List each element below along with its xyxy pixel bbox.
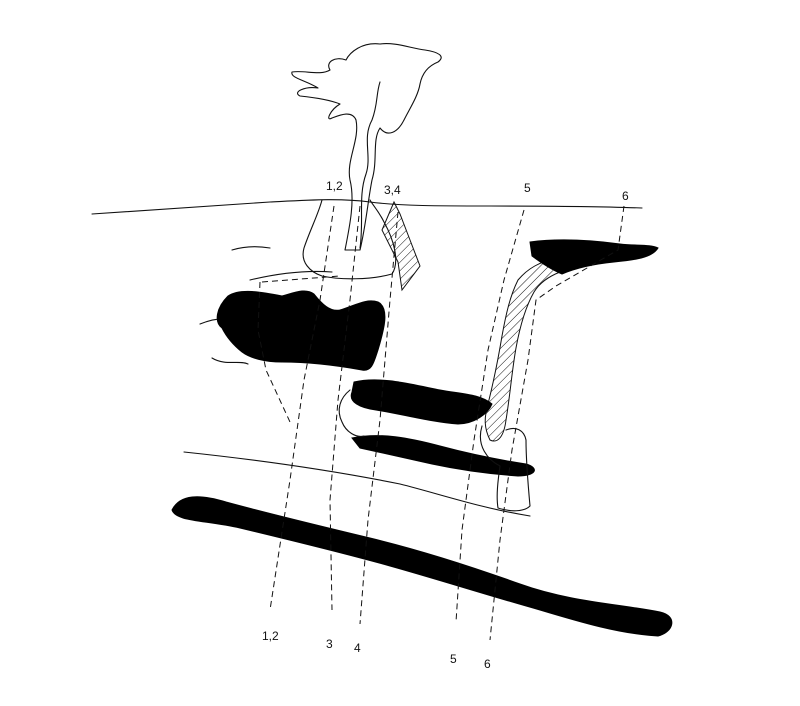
hatched-body-right (485, 258, 560, 441)
ore-body-middle (351, 380, 492, 424)
label-bottom-3: 3 (326, 637, 333, 651)
label-top-5: 5 (524, 181, 531, 195)
label-top-1-2: 1,2 (326, 179, 343, 193)
label-bottom-4: 4 (354, 641, 361, 655)
conduit-outline (303, 200, 396, 279)
label-top-3-4: 3,4 (384, 183, 401, 197)
label-bottom-5: 5 (450, 652, 457, 666)
ore-body-large-left (217, 291, 385, 370)
ore-body-lower-middle (352, 436, 534, 476)
drill-trace-1-2 (270, 206, 334, 610)
label-bottom-1-2: 1,2 (262, 629, 279, 643)
sketch-stroke (232, 247, 270, 250)
sketch-stroke (212, 358, 248, 364)
ore-body-deep-seam (172, 497, 672, 636)
smoke-stem (360, 82, 380, 248)
hatched-vein-upper (382, 202, 420, 290)
label-top-6: 6 (622, 189, 629, 203)
label-bottom-6: 6 (484, 657, 491, 671)
smoke-plume (292, 44, 441, 250)
